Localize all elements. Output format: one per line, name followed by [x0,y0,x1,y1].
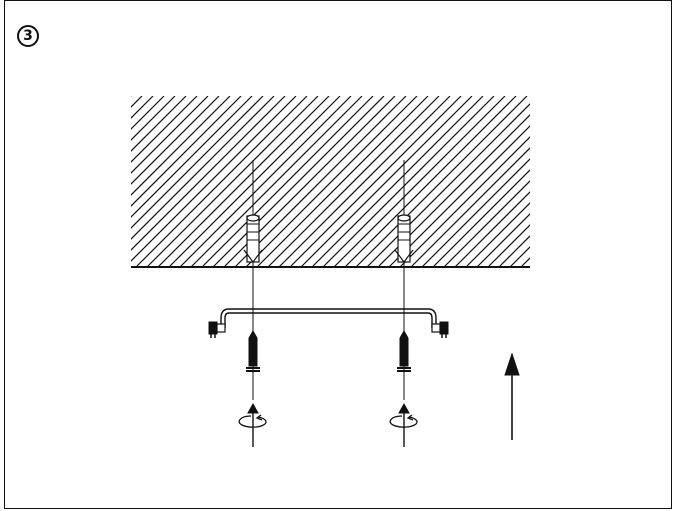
left-bracket-knob-icon [208,321,226,338]
hatch-line [322,96,495,267]
hatch-line [311,96,484,267]
hatch-line [131,96,132,97]
hatch-line [168,96,341,267]
hatch-line [399,136,530,267]
hatch-line [146,96,319,267]
hatch-line [131,96,198,163]
push-up-direction-arrow-icon [504,352,520,440]
step-number-badge: 3 [17,25,39,47]
hatch-line [300,96,473,267]
hatch-line [131,96,253,218]
hatch-line [131,96,286,251]
hatch-line [267,96,440,267]
hatch-line [520,257,530,267]
hatch-line [190,96,363,267]
hatch-line [131,96,209,174]
hatch-line [179,96,352,267]
hatch-line [432,169,530,267]
hatch-line [476,213,530,267]
hatch-line [131,96,275,240]
hatch-line [212,96,385,267]
hatch-line [410,147,530,267]
right-screw-icon [397,329,411,372]
step-number: 3 [23,28,33,44]
hatch-line [131,96,187,152]
hatch-line [487,224,530,267]
hatch-line [157,96,330,267]
hatch-line [289,96,462,267]
hatch-line [465,202,530,267]
mounting-bracket-icon [220,308,437,328]
left-rotation-arrow-icon [238,402,267,447]
hatch-line [135,96,308,267]
hatch-line [201,96,374,267]
hatch-line [454,191,530,267]
hatch-line [388,125,530,267]
hatch-line [234,96,407,267]
hatch-line [245,96,418,267]
hatch-line [333,96,506,267]
hatch-line [344,96,517,267]
left-screw-icon [246,329,260,372]
hatch-line [131,96,264,229]
hatch-line [131,96,242,207]
illustration-frame [4,0,672,509]
hatch-line [131,96,165,130]
right-bracket-knob-icon [431,321,449,338]
hatch-line [131,96,231,196]
hatch-line [131,96,154,119]
hatch-line [256,96,429,267]
right-rotation-arrow-icon [389,402,418,447]
hatch-line [131,96,297,262]
hatch-line [131,96,143,108]
hatch-line [509,246,530,267]
hatch-line [355,96,528,267]
hatch-line [498,235,530,267]
hatch-line [532,96,678,267]
hatch-line [366,103,530,267]
hatch-line [443,180,530,267]
hatch-line [278,96,451,267]
hatch-line [131,96,176,141]
wall-hatch-icon [131,96,678,268]
hatch-line [131,96,220,185]
hatch-line [421,158,530,267]
